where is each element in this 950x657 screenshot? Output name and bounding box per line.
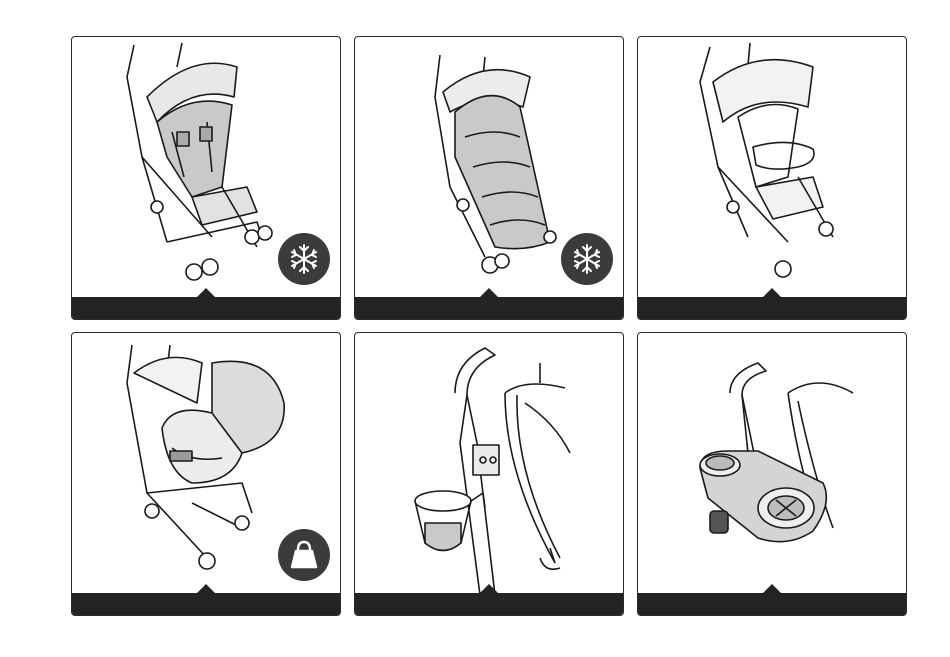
- travel-system-badge: [278, 529, 330, 581]
- panel-footer: [638, 297, 906, 319]
- panel-footer: [72, 297, 340, 319]
- stroller-bumper-bar-illustration: [638, 37, 907, 299]
- panel-footer: [638, 593, 906, 615]
- cup-holder-illustration: [355, 333, 624, 595]
- cold-weather-badge: [561, 233, 613, 285]
- panel-cup-holder[interactable]: [354, 332, 624, 616]
- snowflake-icon: [561, 233, 613, 285]
- panel-car-seat[interactable]: [71, 332, 341, 616]
- panel-footer: [72, 593, 340, 615]
- bag-icon: [278, 529, 330, 581]
- panel-seat-liner[interactable]: [71, 36, 341, 320]
- snack-tray-illustration: [638, 333, 907, 595]
- panel-bumper-bar[interactable]: [637, 36, 907, 320]
- panel-footer: [355, 297, 623, 319]
- panel-snack-tray[interactable]: [637, 332, 907, 616]
- snowflake-icon: [278, 233, 330, 285]
- panel-footmuff[interactable]: [354, 36, 624, 320]
- panel-footer: [355, 593, 623, 615]
- cold-weather-badge: [278, 233, 330, 285]
